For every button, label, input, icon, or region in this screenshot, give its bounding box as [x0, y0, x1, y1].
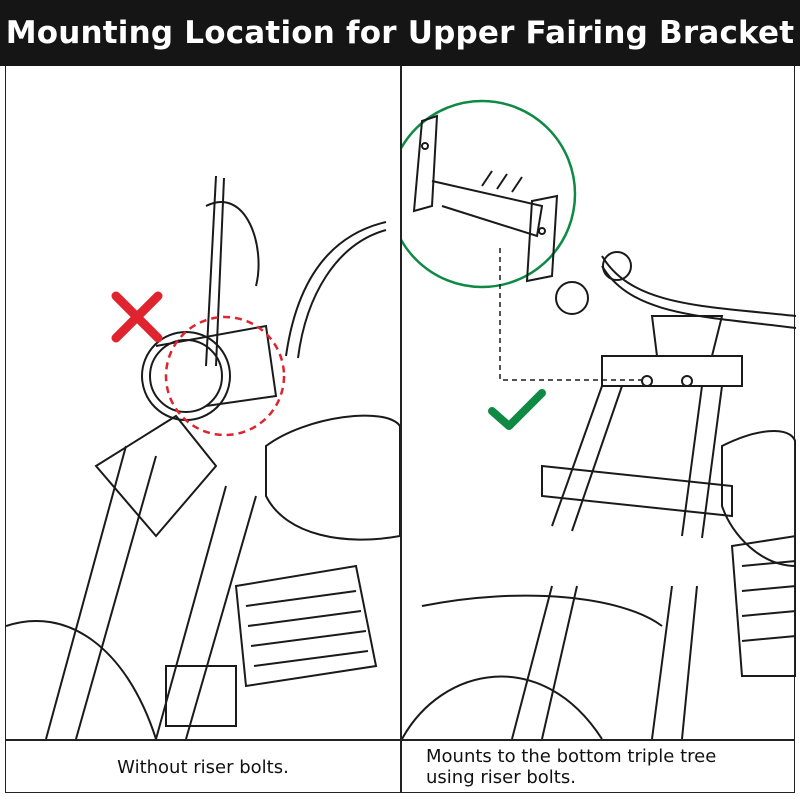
right-caption-line1: Mounts to the bottom triple tree [426, 746, 717, 767]
caption-divider [5, 739, 795, 741]
check-icon [488, 389, 546, 430]
right-caption: Mounts to the bottom triple tree using r… [426, 741, 791, 793]
left-illustration [6, 66, 400, 739]
bracket-detail-callout [402, 99, 577, 289]
left-caption-text: Without riser bolts. [117, 756, 289, 778]
leader-dashed-line [499, 248, 642, 381]
panel-divider [400, 66, 402, 793]
motorcycle-sketch-without-risers [6, 175, 400, 739]
title-text: Mounting Location for Upper Fairing Brac… [5, 15, 795, 51]
right-caption-line2: using riser bolts. [426, 767, 576, 788]
motorcycle-sketch-with-risers [402, 251, 796, 739]
problem-area-dashed-circle [164, 315, 286, 437]
cross-icon [111, 291, 163, 343]
left-caption: Without riser bolts. [6, 741, 400, 793]
page-title: Mounting Location for Upper Fairing Brac… [0, 0, 800, 66]
right-illustration [402, 66, 796, 739]
